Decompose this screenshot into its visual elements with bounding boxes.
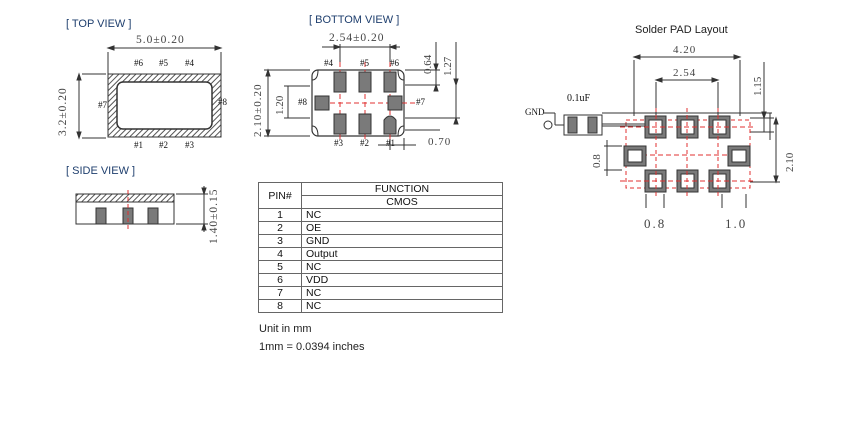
header-cmos: CMOS [301,195,503,209]
header-function: FUNCTION [301,182,503,196]
top-view-drawing [76,45,223,140]
bottom-pin-6: #6 [390,58,399,68]
top-pin-8: #8 [218,97,227,107]
solder-pad-outer-dim: 4.20 [673,44,697,56]
bottom-view-pad-dim: 0.64 [422,54,434,74]
top-pin-5: #5 [159,58,168,68]
pin-number: 6 [258,273,302,287]
top-view-width-dim: 5.0±0.20 [136,34,185,46]
bottom-view-title: [ BOTTOM VIEW ] [309,14,400,26]
gnd-label: GND [525,107,545,117]
side-view-height-dim: 1.40±0.15 [208,188,220,244]
table-header-row: PIN# FUNCTION [258,182,503,209]
bottom-view-height-dim: 2.10±0.20 [252,83,264,137]
header-pin: PIN# [258,182,302,209]
bottom-pin-8: #8 [298,97,307,107]
top-pin-1: #1 [134,140,143,150]
side-view-drawing [75,186,208,232]
conversion-note: 1mm = 0.0394 inches [259,341,365,353]
bottom-pin-7: #7 [416,97,425,107]
top-pin-6: #6 [134,58,143,68]
top-pin-7: #7 [98,100,107,110]
pin-number: 4 [258,247,302,261]
solder-pad-bottom-left-dim: 0.8 [644,216,667,231]
solder-pad-inner-dim: 2.54 [673,67,697,79]
pin-function: NC [301,260,503,274]
top-pin-2: #2 [159,140,168,150]
solder-pad-left-dim: 0.8 [591,154,603,168]
solder-pad-right-dim: 2.10 [784,152,796,172]
bottom-view-pitch-dim: 2.54±0.20 [329,32,385,44]
bottom-pin-5: #5 [360,58,369,68]
pin-number: 8 [258,299,302,313]
pin-number: 3 [258,234,302,248]
bottom-pin-1: #1 [386,138,395,148]
top-view-title: [ TOP VIEW ] [66,18,132,30]
pin-function: NC [301,208,503,222]
pin-number: 1 [258,208,302,222]
pin-function: GND [301,234,503,248]
pin-number: 5 [258,260,302,274]
solder-pad-drawing [543,54,780,208]
pin-number: 7 [258,286,302,300]
top-view-height-dim: 3.2±0.20 [57,87,69,136]
pin-function: NC [301,299,503,313]
bottom-pin-3: #3 [334,138,343,148]
top-pin-4: #4 [185,58,194,68]
bottom-view-inner-dim: 1.20 [274,95,286,115]
side-view-title: [ SIDE VIEW ] [66,165,136,177]
pin-function: NC [301,286,503,300]
pin-function: VDD [301,273,503,287]
pin-function: Output [301,247,503,261]
solder-pad-title: Solder PAD Layout [635,24,728,36]
top-pin-3: #3 [185,140,194,150]
solder-pad-bottom-right-dim: 1.0 [725,216,748,231]
bottom-view-drawing [264,42,460,150]
pin-function: OE [301,221,503,235]
bottom-pin-2: #2 [360,138,369,148]
capacitor-label: 0.1uF [567,93,591,104]
bottom-view-pad-width-dim: 0.70 [428,136,452,148]
unit-note: Unit in mm [259,323,312,335]
bottom-pin-4: #4 [324,58,333,68]
solder-pad-right-top-dim: 1.15 [752,76,764,96]
bottom-view-span-dim: 1.27 [442,56,454,76]
pin-number: 2 [258,221,302,235]
